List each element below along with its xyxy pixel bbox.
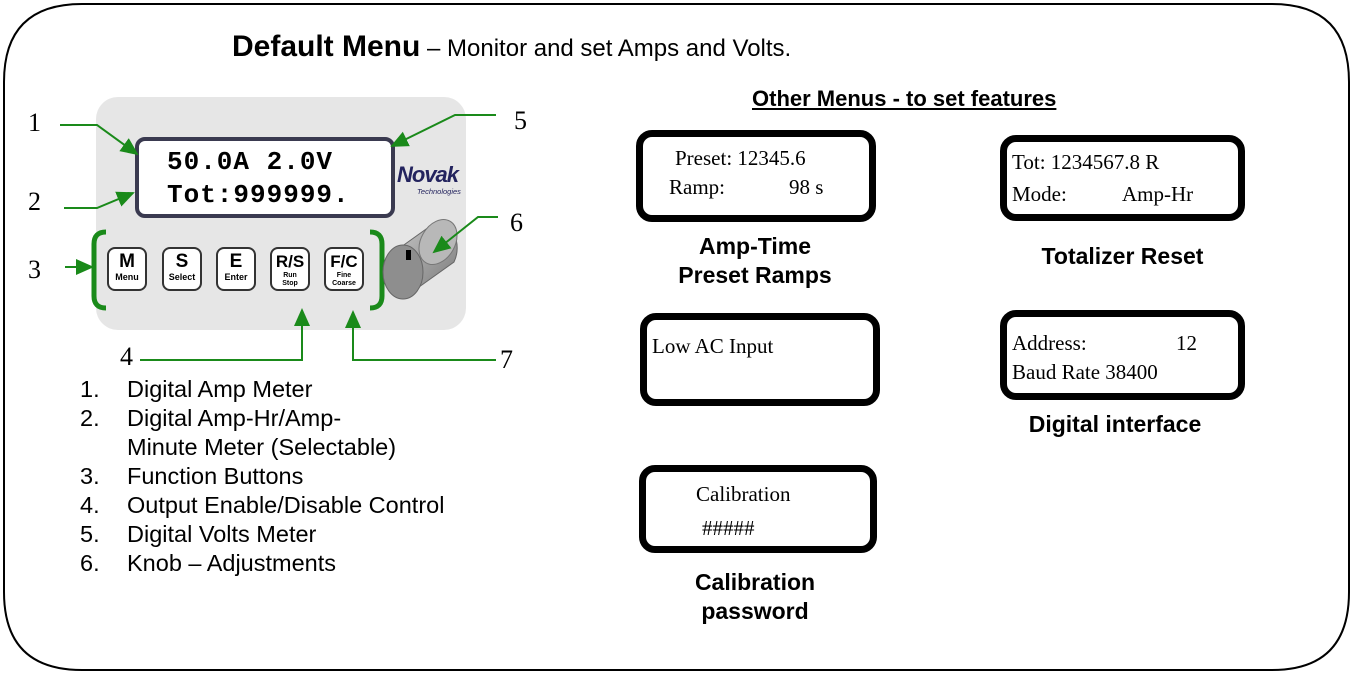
- legend-item: 6. Knob – Adjustments: [80, 549, 457, 578]
- legend-number: 4.: [80, 492, 100, 518]
- select-button-label: Select: [168, 272, 196, 282]
- fine-coarse-button-label-fine: Fine: [336, 272, 352, 279]
- other-menus-heading: Other Menus - to set features: [752, 86, 1057, 111]
- callout-2: 2: [28, 187, 41, 216]
- novak-logo-subtitle: Technologies: [417, 187, 461, 196]
- novak-logo: Novak: [397, 162, 459, 187]
- callout-6: 6: [510, 208, 523, 237]
- preset-ramps-screen: Preset: 12345.6 Ramp: 98 s: [636, 130, 876, 222]
- totalizer-line-1: Tot: 1234567.8 R: [1012, 150, 1160, 174]
- totalizer-line-2-value: Amp-Hr: [1122, 182, 1194, 206]
- callout-1: 1: [28, 108, 41, 137]
- fine-coarse-button-key: F/C: [330, 252, 358, 271]
- menu-button[interactable]: M Menu: [107, 247, 147, 291]
- legend-number: 2.: [80, 405, 100, 431]
- legend-text: Digital Amp-Hr/Amp-Minute Meter (Selecta…: [127, 405, 397, 460]
- preset-line-1: Preset: 12345.6: [675, 146, 806, 170]
- callout-arrows: [60, 114, 498, 361]
- preset-caption-line-2: Preset Ramps: [678, 262, 832, 288]
- run-stop-button-key: R/S: [275, 252, 305, 271]
- legend-text: Digital Volts Meter: [127, 521, 317, 547]
- legend-item: 3. Function Buttons: [80, 462, 457, 491]
- title-bold: Default Menu: [232, 30, 421, 63]
- menu-button-label: Menu: [115, 272, 139, 282]
- fine-coarse-button-label-coarse: Coarse: [332, 280, 356, 287]
- digital-line-1-value: 12: [1176, 331, 1197, 355]
- page-title: Default Menu – Monitor and set Amps and …: [232, 30, 791, 64]
- totalizer-caption: Totalizer Reset: [1041, 243, 1204, 269]
- preset-line-2-label: Ramp:: [669, 175, 725, 199]
- legend-text: Digital Amp Meter: [127, 376, 313, 402]
- legend-number: 5.: [80, 521, 100, 547]
- digital-interface-screen: Address: 12 Baud Rate 38400: [1000, 310, 1245, 400]
- legend-text: Knob – Adjustments: [127, 550, 337, 576]
- preset-line-2-value: 98 s: [789, 175, 824, 199]
- low-ac-line-1: Low AC Input: [652, 334, 774, 358]
- calibration-caption: Calibration password: [650, 568, 860, 626]
- fine-coarse-button[interactable]: F/C Fine Coarse: [324, 247, 364, 291]
- enter-button[interactable]: E Enter: [216, 247, 256, 291]
- select-button[interactable]: S Select: [162, 247, 202, 291]
- legend-item: 2. Digital Amp-Hr/Amp-Minute Meter (Selec…: [80, 404, 397, 462]
- callout-5: 5: [514, 106, 527, 135]
- run-stop-button-label-run: Run: [283, 272, 297, 279]
- button-brackets: [91, 229, 385, 311]
- calibration-caption-line-1: Calibration: [694, 569, 816, 595]
- callout-4: 4: [120, 342, 133, 371]
- totalizer-screen: Tot: 1234567.8 R Mode: Amp-Hr: [1000, 135, 1245, 221]
- digital-line-1-label: Address:: [1012, 331, 1087, 355]
- lcd-line-1: 50.0A 2.0V: [167, 147, 334, 177]
- legend-number: 6.: [80, 550, 100, 576]
- legend-number: 1.: [80, 376, 100, 402]
- enter-button-label: Enter: [224, 272, 248, 282]
- callout-3: 3: [28, 255, 41, 284]
- legend-number: 3.: [80, 463, 100, 489]
- run-stop-button[interactable]: R/S Run Stop: [270, 247, 310, 291]
- calibration-line-2: #####: [702, 516, 755, 540]
- calibration-line-1: Calibration: [696, 482, 791, 506]
- totalizer-line-2-label: Mode:: [1012, 182, 1067, 206]
- digital-interface-caption: Digital interface: [1028, 411, 1202, 437]
- legend-item: 5. Digital Volts Meter: [80, 520, 457, 549]
- digital-line-2: Baud Rate 38400: [1012, 360, 1158, 384]
- device-lcd: 50.0A 2.0V Tot:999999.: [135, 137, 395, 218]
- low-ac-screen: Low AC Input: [640, 313, 880, 406]
- callout-7: 7: [500, 345, 513, 374]
- legend-item: 1. Digital Amp Meter: [80, 375, 457, 404]
- calibration-screen: Calibration #####: [639, 465, 877, 553]
- run-stop-button-label-stop: Stop: [282, 280, 298, 287]
- lcd-line-2: Tot:999999.: [167, 180, 350, 210]
- enter-button-key: E: [229, 251, 243, 272]
- calibration-caption-line-2: password: [701, 598, 809, 624]
- legend-text: Output Enable/Disable Control: [127, 492, 445, 518]
- menu-button-key: M: [119, 251, 135, 272]
- legend-item: 4. Output Enable/Disable Control: [80, 491, 457, 520]
- knob-indicator-icon: [406, 250, 411, 260]
- preset-ramps-caption: Amp-Time Preset Ramps: [655, 232, 855, 290]
- title-rest: – Monitor and set Amps and Volts.: [420, 35, 792, 62]
- legend-text: Function Buttons: [127, 463, 304, 489]
- select-button-key: S: [175, 251, 189, 272]
- legend-list: 1. Digital Amp Meter 2. Digital Amp-Hr/Amp…: [80, 375, 457, 578]
- preset-caption-line-1: Amp-Time: [698, 233, 812, 259]
